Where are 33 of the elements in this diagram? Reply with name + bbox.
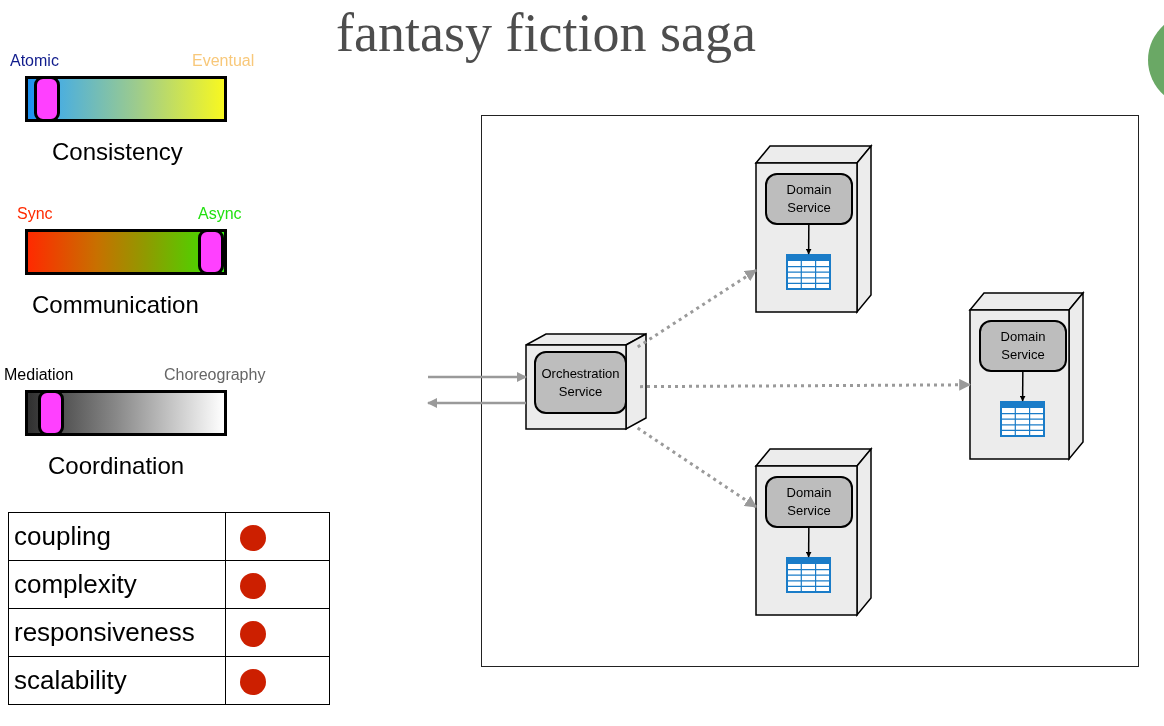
service-box: Domain Service [765, 476, 853, 528]
scale-end-label: Sync [17, 205, 53, 223]
service-box: Domain Service [979, 320, 1067, 372]
criterion-label: scalability [8, 656, 226, 705]
service-box: Domain Service [765, 173, 853, 225]
scale-title: Consistency [52, 138, 183, 166]
arrow [636, 269, 757, 349]
table-icon [1000, 401, 1045, 437]
scale-end-label: Async [198, 205, 242, 223]
server-box [970, 293, 1083, 459]
criterion-label: complexity [8, 560, 226, 609]
arrow [427, 398, 526, 408]
criterion-label: coupling [8, 512, 226, 561]
scale-title: Coordination [48, 452, 185, 480]
arrow [428, 372, 527, 382]
scale-end-label: Eventual [192, 52, 255, 70]
system-frame [481, 115, 1139, 667]
scale-end-label: Mediation [4, 366, 74, 384]
scale-title: Communication [32, 291, 199, 319]
scale-end-label: Atomic [10, 52, 59, 70]
table-icon [786, 557, 831, 593]
server-box [756, 449, 871, 615]
table-icon [786, 254, 831, 290]
scale-end-label: Choreography [164, 366, 266, 384]
service-box: Orchestration Service [534, 351, 627, 414]
server-box [526, 334, 646, 429]
arrow [805, 527, 812, 558]
arrow [636, 426, 757, 509]
server-box [756, 146, 871, 312]
arrow [805, 224, 812, 255]
criterion-label: responsiveness [8, 608, 226, 657]
arrow [1019, 371, 1026, 402]
page-title: fantasy fiction saga [336, 2, 756, 64]
